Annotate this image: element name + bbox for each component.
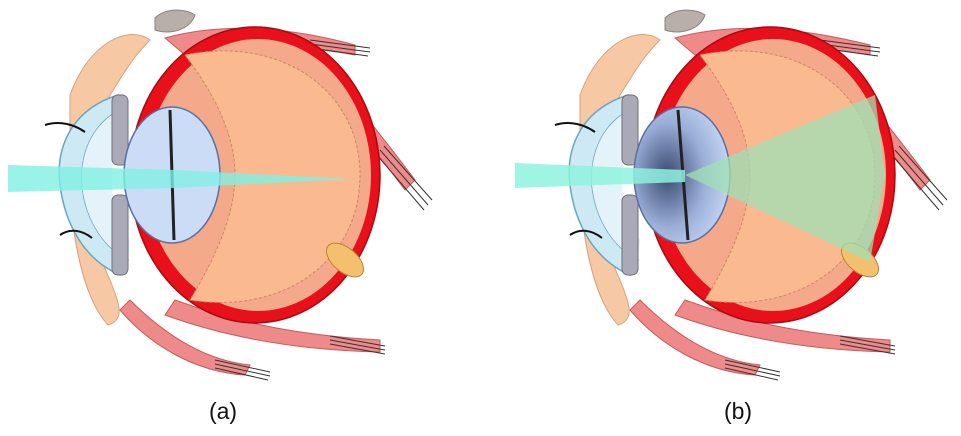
gland-top <box>155 10 195 32</box>
eye-cross-section-a <box>0 0 480 400</box>
panel-label-b: (b) <box>708 398 768 425</box>
gland-top <box>665 10 705 32</box>
eye-diagram-panel-b: (b) <box>480 0 960 436</box>
eye-cross-section-b <box>480 0 960 400</box>
panel-label-a: (a) <box>193 398 253 425</box>
eye-diagram-panel-a: (a) <box>0 0 480 436</box>
iris-lower <box>622 195 638 275</box>
iris-lower <box>112 195 128 275</box>
